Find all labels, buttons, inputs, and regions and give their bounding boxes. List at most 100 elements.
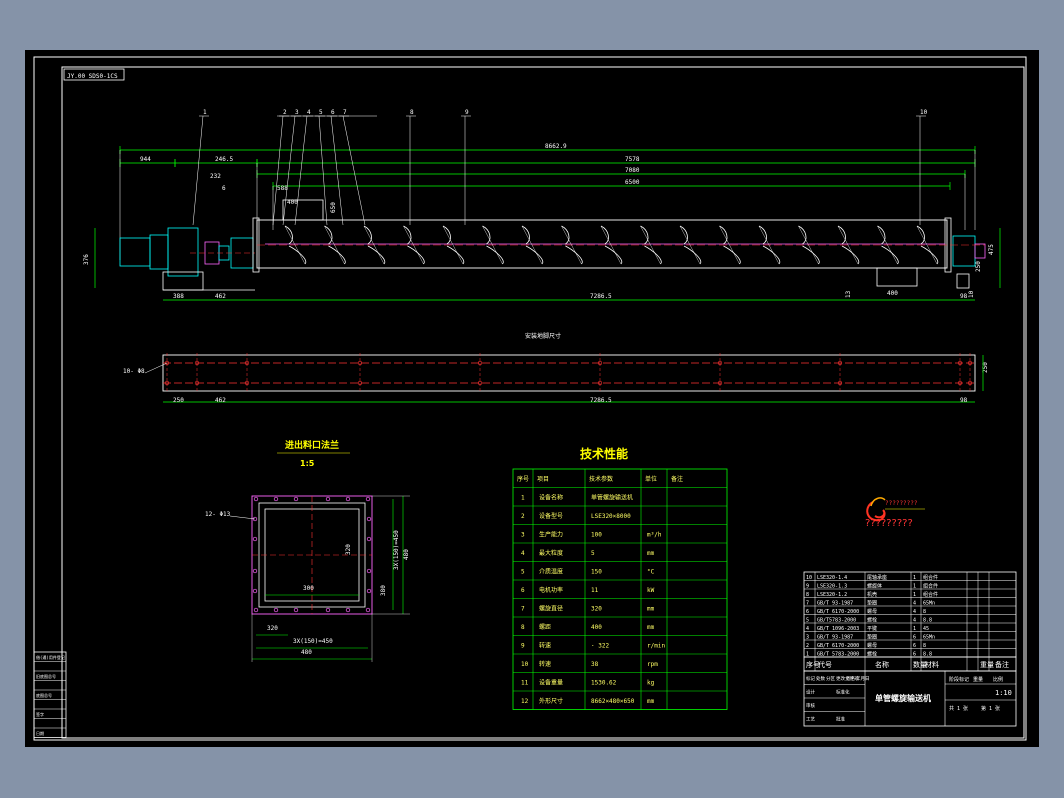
bolt-hole [366,536,372,542]
bom-cell: 3 [806,635,809,641]
flight-edge [363,225,385,265]
hole [477,380,483,386]
balloon-label: 5 [319,109,323,116]
table-cell: 1 [521,495,525,502]
bolt-hole [273,496,279,502]
base-outline [162,354,976,392]
balloon-label: 2 [283,109,287,116]
dim-text: 320 [267,625,278,632]
table-cell: 单管螺旋输送机 [591,494,633,502]
flight-edge [600,225,622,265]
table-cell: 38 [591,661,599,668]
leader-line [294,115,308,226]
table-cell: 5 [591,550,595,557]
balloon-label: 9 [465,109,469,116]
rev-cell: 设计 [806,689,815,696]
table-header: 序号 [517,475,529,483]
rev-cell: 标准化 [836,689,850,696]
flight-lower [762,245,781,265]
hole [244,380,250,386]
bom-cell: GB/T 93-1987 [817,601,853,607]
flight-upper [482,225,491,245]
balloon-label: 8 [410,109,414,116]
bom-header-cell: 备注 [995,660,1009,669]
bom-cell: 5 [806,618,809,624]
table-cell: 设备型号 [539,512,563,520]
dim-text: 13 [845,290,852,298]
title-block-frame [803,670,1017,727]
bolt-hole [345,496,351,502]
tech-table-frame [512,468,728,710]
table-cell: 5 [521,569,525,576]
bom-header-cell: 代号 [818,660,832,669]
rev-cell: 更改文件号 [836,675,859,682]
inner-frame [61,66,1025,739]
tb-scale: 比例 [993,676,1003,683]
flight-lower [841,245,860,265]
dim-text: 7578 [625,156,640,163]
bom-cell: LSE320-1.3 [817,584,847,590]
trough-body [256,219,948,269]
bom-cell: 4 [913,609,916,615]
table-cell: 最大粒度 [539,549,563,557]
bom-cell: GB/T 1096-2003 [817,626,859,632]
bom-cell: 8 [923,609,926,615]
motor-flange [149,234,169,270]
bolt-hole [293,607,299,613]
left-block-cell: 旧底图总号 [36,673,56,679]
flight-upper [837,225,846,245]
table-cell: 转速 [539,642,551,650]
table-cell: · 322 [591,643,609,650]
left-block-frame [33,651,67,738]
table-cell: 10 [521,661,529,668]
table-cell: 7 [521,606,525,613]
dim-text: 400 [287,199,298,206]
dim-text: 400 [887,290,898,297]
dim-text: 475 [988,244,995,255]
bom-cell: GB/T 6170-2000 [817,643,859,649]
table-cell: 6 [521,587,525,594]
hole [357,380,363,386]
bom-cell: 6 [806,609,809,615]
bolt-hole [252,568,258,574]
table-cell: 设备名称 [539,494,563,502]
bom-cell: 螺栓 [867,651,877,658]
hole [717,380,723,386]
dim-text: 376 [83,254,90,265]
table-cell: kg [647,680,655,687]
leader-line [272,115,284,226]
table-cell: 转速 [539,660,551,668]
title-name: 单管螺旋输送机 [875,693,931,703]
bom-cell: 6 [913,652,916,658]
dim-text: 3X(150)=450 [293,638,333,645]
flight-edge [403,225,424,265]
dim-text: 7080 [625,167,640,174]
bom-cell: LSE320-1.4 [817,575,847,581]
bolt-hole [252,588,258,594]
bom-cell: 1 [913,592,916,598]
dim-text: 250 [975,261,982,272]
table-cell: 100 [591,532,602,539]
hole [717,360,723,366]
tech-title: 技术性能 [580,446,628,461]
flight-edge [521,225,543,265]
table-cell: 12 [521,698,529,705]
bom-cell: 65Mn [923,635,935,641]
flight-lower [407,245,425,265]
table-cell: 2 [521,513,525,520]
logo-text-top: ????????? [885,500,918,507]
bom-cell: 8 [923,643,926,649]
table-cell: 4 [521,550,525,557]
table-cell: 生产能力 [539,531,563,539]
outlet-flange [876,267,918,287]
company-logo: ????????? ????????? [865,497,925,529]
dim-text: 10 [968,290,975,298]
flight-lower [881,245,899,265]
table-cell: mm [647,606,655,613]
table-cell: 3 [521,532,525,539]
hole [357,360,363,366]
leader-line [282,115,296,226]
